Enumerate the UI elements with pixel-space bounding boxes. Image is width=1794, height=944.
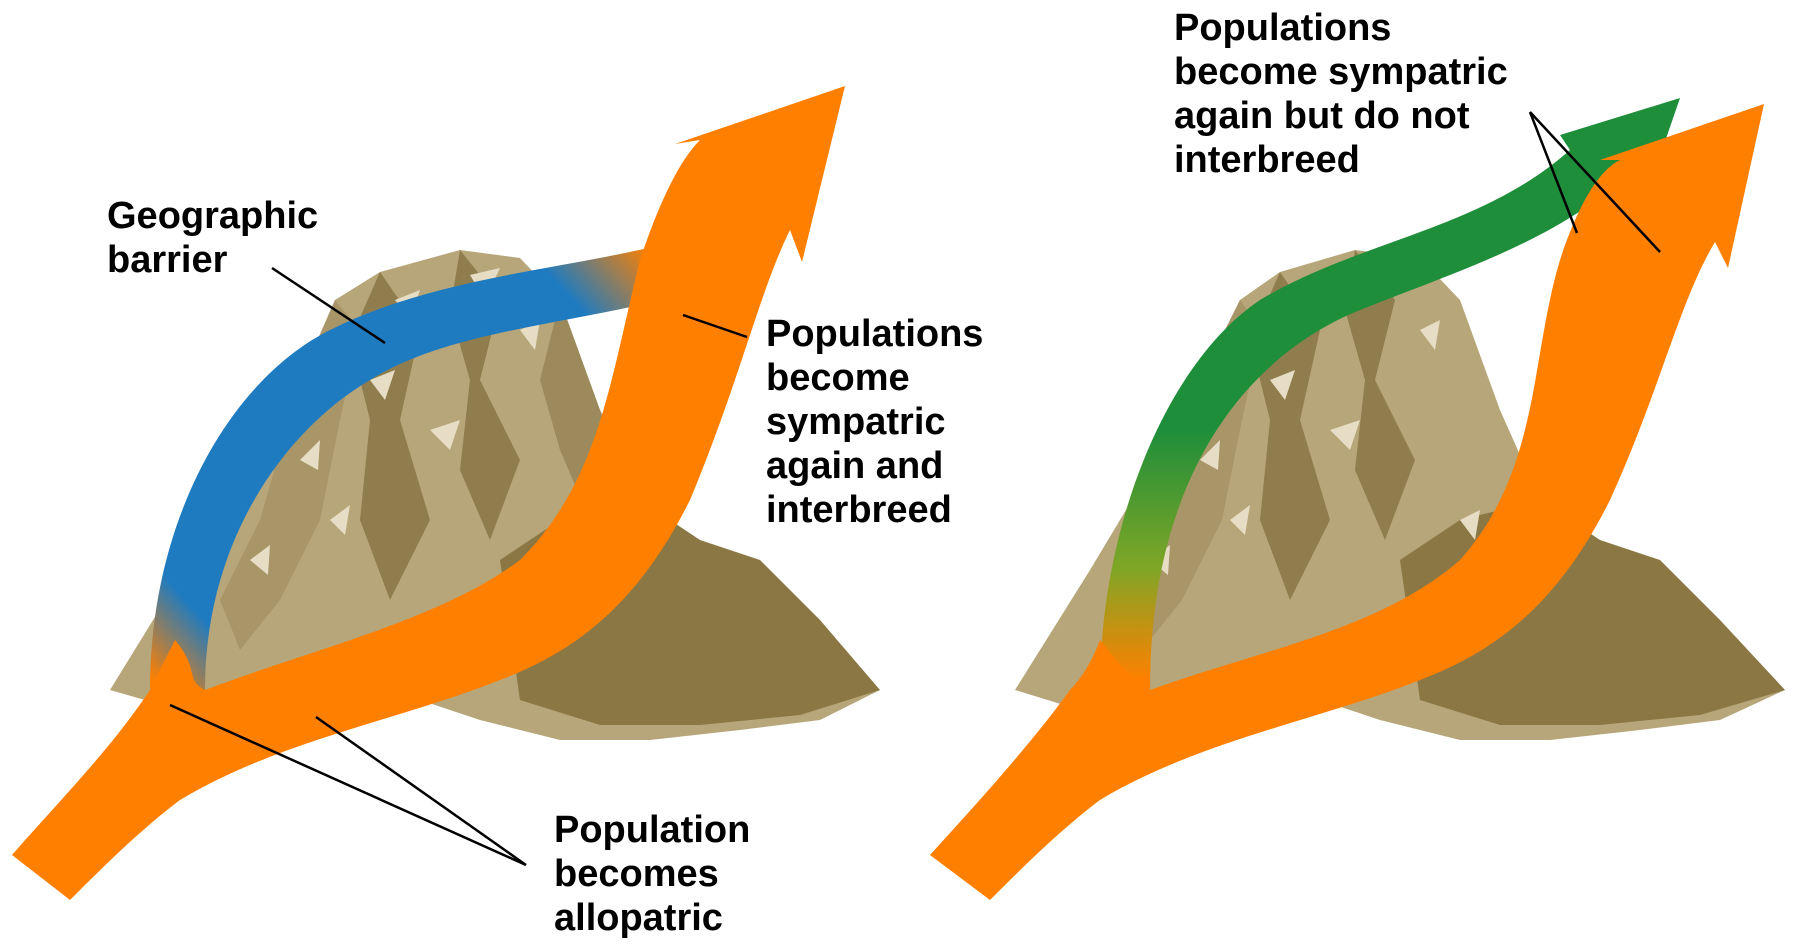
leader-line-allopatric-2 (316, 717, 526, 865)
sympatric-interbreed-label: Populations become sympatric again and i… (766, 312, 983, 532)
population-allopatric-label: Population becomes allopatric (554, 808, 750, 940)
geographic-barrier-label: Geographic barrier (107, 194, 318, 282)
sympatric-no-interbreed-label: Populations become sympatric again but d… (1174, 6, 1508, 182)
right-panel (930, 98, 1785, 900)
